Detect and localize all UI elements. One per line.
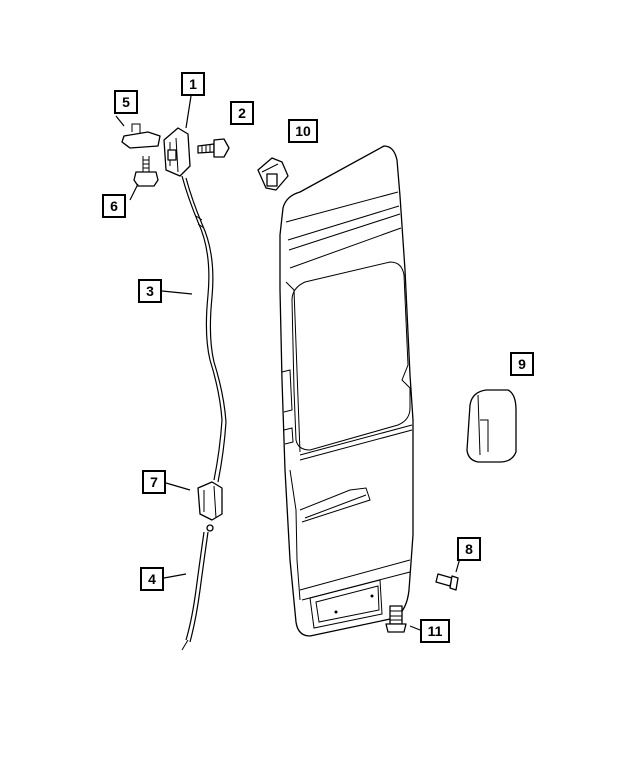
part-3-cable <box>181 175 227 483</box>
part-5-clip <box>121 123 161 149</box>
rear-door <box>279 145 414 637</box>
callout-3: 3 <box>138 279 162 303</box>
callout-7: 7 <box>142 470 166 494</box>
part-4-cable <box>181 531 209 651</box>
callout-9: 9 <box>510 352 534 376</box>
leader-lines <box>115 95 461 631</box>
part-6-stud <box>133 156 159 187</box>
part-11-screw <box>385 605 407 633</box>
part-9-cover <box>466 389 517 463</box>
callout-4: 4 <box>140 567 164 591</box>
part-2-bolt <box>197 138 230 158</box>
part-10-bracket <box>257 157 289 191</box>
callout-6: 6 <box>102 194 126 218</box>
callout-11: 11 <box>420 619 450 643</box>
callout-1: 1 <box>181 72 205 96</box>
callout-8: 8 <box>457 537 481 561</box>
callout-10: 10 <box>288 119 318 143</box>
callout-2: 2 <box>230 101 254 125</box>
part-1-latch <box>163 127 191 177</box>
part-8-pin <box>435 573 459 591</box>
callout-5: 5 <box>114 90 138 114</box>
part-7-latch <box>197 481 223 532</box>
